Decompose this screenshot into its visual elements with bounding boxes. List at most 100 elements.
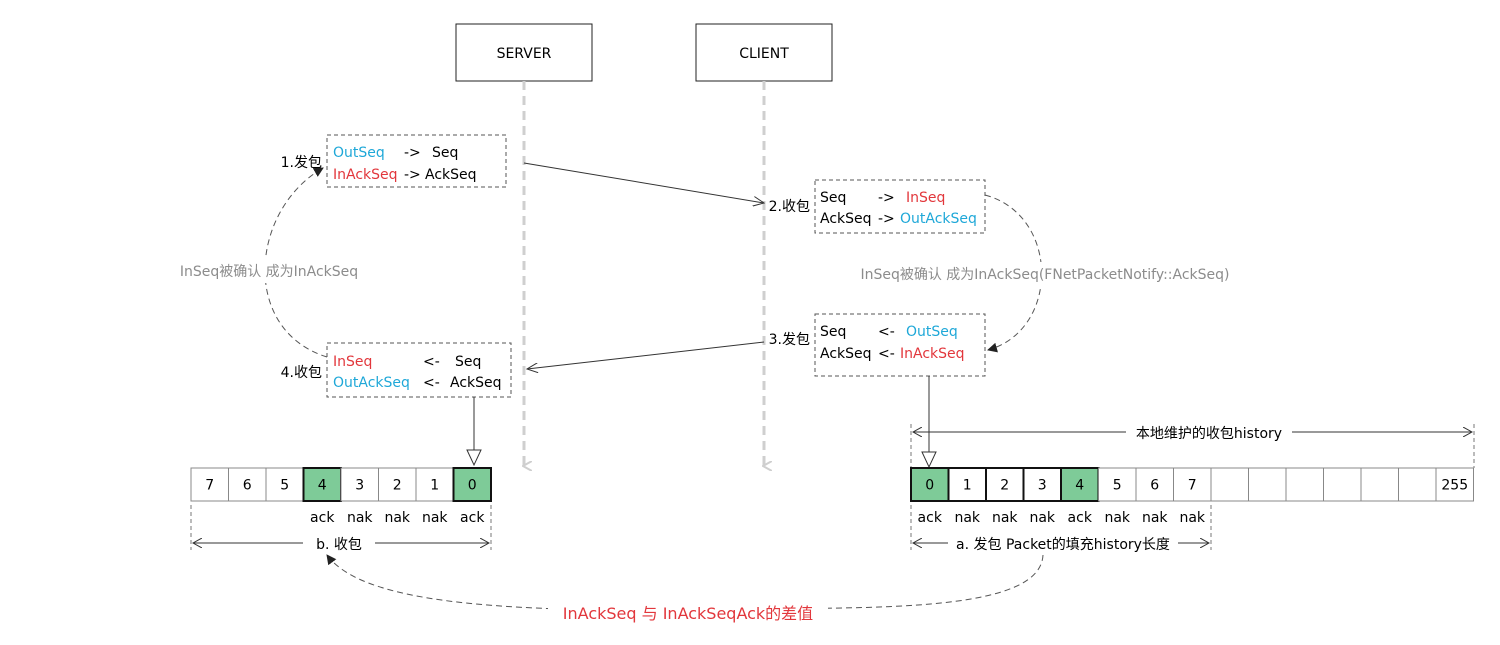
left-array-cell <box>452 467 492 502</box>
right-array-cell <box>985 467 1025 502</box>
box4-row1-arrow: <- <box>423 354 440 370</box>
box-send-server <box>326 134 507 188</box>
step3-label: 3.发包 <box>769 332 810 348</box>
left-array-cell-value: 1 <box>430 478 439 494</box>
right-array-cell <box>1022 467 1062 502</box>
box2-row2-a: AckSeq <box>820 211 872 227</box>
right-array-cell <box>1173 467 1212 502</box>
left-loop-arrow <box>264 167 328 358</box>
box4-row1-b: Seq <box>455 354 481 370</box>
right-array-ack-label: nak <box>992 510 1018 526</box>
box3-row1-a: Seq <box>820 324 846 340</box>
box1-row1-b: Seq <box>432 145 458 161</box>
right-array-cell-value: 4 <box>1075 478 1084 494</box>
box1-row2-b: AckSeq <box>425 167 477 183</box>
right-array-ack-label: nak <box>1142 510 1168 526</box>
right-array-cell-value: 2 <box>1000 478 1009 494</box>
box-send-client <box>814 313 986 377</box>
right-array-ack-label: ack <box>918 510 943 526</box>
right-span-label-bg <box>948 533 1178 555</box>
box1-row2-arrow: -> <box>404 167 421 183</box>
right-array-cell-value: 0 <box>925 478 934 494</box>
left-array-cell <box>378 467 417 502</box>
right-array-cell-value: 3 <box>1038 478 1047 494</box>
step1-label: 1.发包 <box>281 155 322 171</box>
left-span-label-bg <box>303 533 375 555</box>
box4-row1: InSeq <- Seq <box>333 354 481 370</box>
box3-row2: AckSeq <- InAckSeq <box>820 346 965 362</box>
step2-label: 2.收包 <box>769 199 810 215</box>
left-loop-label: InSeq被确认 成为InAckSeq <box>180 264 358 280</box>
left-array-cell <box>340 467 379 502</box>
left-array-cell-value: 4 <box>318 478 327 494</box>
bottom-diff-label: InAckSeq 与 InAckSeqAck的差值 <box>563 604 813 623</box>
box2-row1-b: InSeq <box>906 190 945 206</box>
left-array-ack-label: ack <box>310 510 335 526</box>
box3-row1-b: OutSeq <box>906 324 958 340</box>
box3-row1: Seq <- OutSeq <box>820 324 958 340</box>
left-array-ack-label: nak <box>422 510 448 526</box>
box2-row1: Seq -> InSeq <box>820 190 945 206</box>
box-recv-client <box>814 179 986 234</box>
box1-row1: OutSeq -> Seq <box>333 145 458 161</box>
box2-row2-b: OutAckSeq <box>900 211 977 227</box>
step4-label: 4.收包 <box>281 365 322 381</box>
box2-row1-a: Seq <box>820 190 846 206</box>
box1-row1-a: OutSeq <box>333 145 385 161</box>
left-array-cell-value: 6 <box>243 478 252 494</box>
box1-row2-a: InAckSeq <box>333 167 398 183</box>
box4-row2-b: AckSeq <box>450 375 502 391</box>
box-recv-server <box>326 342 512 398</box>
client-label: CLIENT <box>739 46 789 62</box>
right-array-ack-label: nak <box>954 510 980 526</box>
left-array-cell-value: 3 <box>355 478 364 494</box>
box2-row2-arrow: -> <box>878 211 895 227</box>
box1-row2: InAckSeq -> AckSeq <box>333 167 477 183</box>
client-node <box>695 23 833 82</box>
box2-row2: AckSeq -> OutAckSeq <box>820 211 977 227</box>
left-array-cell-value: 7 <box>205 478 214 494</box>
right-array-cell <box>1360 467 1399 502</box>
right-array-ack-label: nak <box>1104 510 1130 526</box>
right-array-ack-label: nak <box>1179 510 1205 526</box>
left-array-cell <box>190 467 229 502</box>
box3-to-right-array-arrowhead <box>921 451 937 469</box>
left-array-cell-value: 2 <box>393 478 402 494</box>
right-array-cell-value: 6 <box>1150 478 1159 494</box>
left-array-cell-value: 5 <box>280 478 289 494</box>
box4-to-left-array-arrowhead <box>466 449 482 467</box>
right-array-ack-label: nak <box>1029 510 1055 526</box>
right-array-cell-value: 5 <box>1113 478 1122 494</box>
right-array-cell <box>947 467 987 502</box>
right-loop-label-bg <box>852 262 1238 286</box>
left-array-ack-label: ack <box>460 510 485 526</box>
box2-row1-arrow: -> <box>878 190 895 206</box>
box3-row2-arrow: <- <box>878 346 895 362</box>
right-array-cell <box>1435 467 1474 502</box>
right-array-cell <box>1210 467 1249 502</box>
box3-row2-a: AckSeq <box>820 346 872 362</box>
box1-row1-arrow: -> <box>404 145 421 161</box>
left-array-cell <box>228 467 267 502</box>
right-array-cell-value: 7 <box>1188 478 1197 494</box>
left-array-cell-value: 0 <box>468 478 477 494</box>
left-array-ack-label: nak <box>384 510 410 526</box>
right-array-cell <box>1323 467 1362 502</box>
left-array-cell <box>302 467 342 502</box>
right-array-ack-label: ack <box>1068 510 1093 526</box>
left-array-ack-label: nak <box>347 510 373 526</box>
right-array-cell <box>1135 467 1174 502</box>
right-array-cell <box>1098 467 1137 502</box>
right-array-cell <box>1398 467 1437 502</box>
right-array-cell-value: 255 <box>1441 478 1468 494</box>
left-array-cell <box>415 467 454 502</box>
history-span-label-bg <box>1126 421 1292 443</box>
box4-row2: OutAckSeq <- AckSeq <box>333 375 502 391</box>
box4-row1-a: InSeq <box>333 354 372 370</box>
server-label: SERVER <box>497 46 552 62</box>
right-array-cell-value: 1 <box>963 478 972 494</box>
right-span-label: a. 发包 Packet的填充history长度 <box>956 537 1170 553</box>
